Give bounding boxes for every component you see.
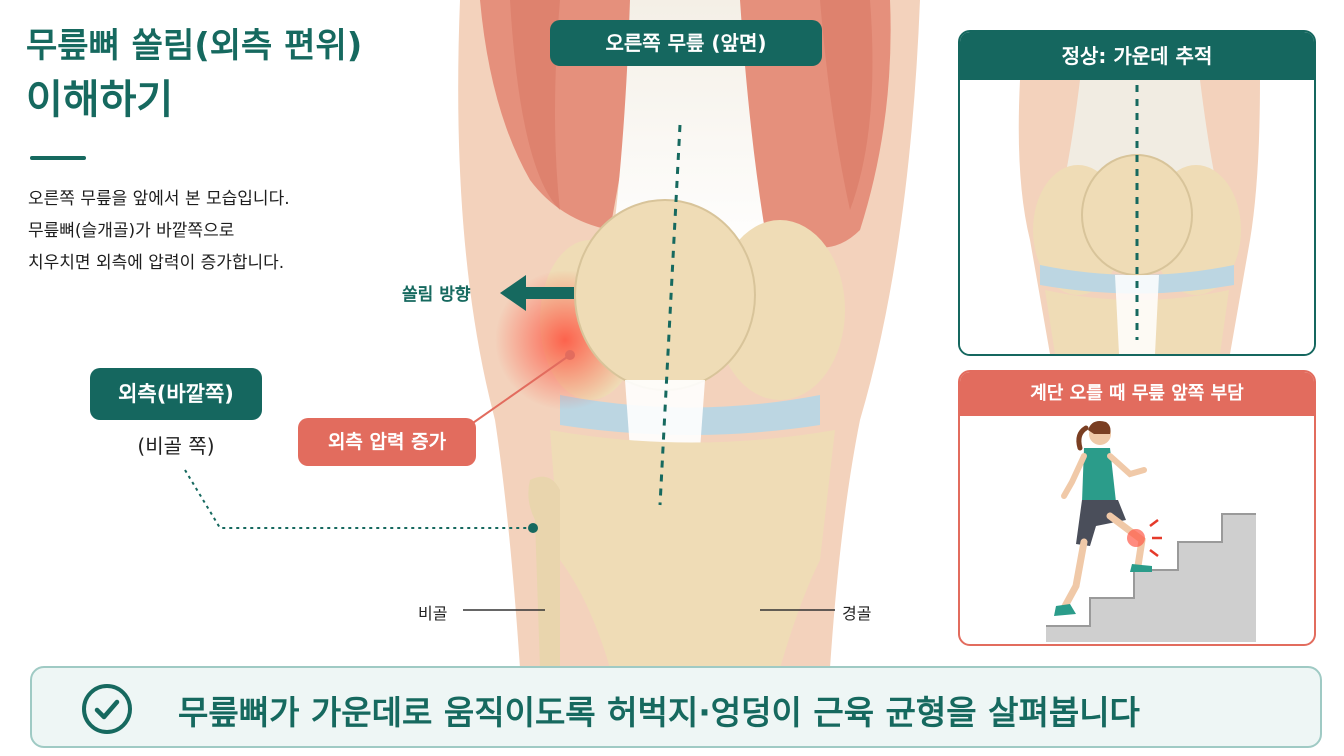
stairs-panel-title: 계단 오를 때 무릎 앞쪽 부담 [960,372,1314,416]
page-title: 무릎뼈 쏠림(외측 편위) 이해하기 [26,22,446,130]
lateral-leader-line [184,469,533,529]
fibula-point-marker [528,523,538,533]
lateral-sublabel: (비골 쪽) [137,434,215,458]
pressure-point-marker [565,350,575,360]
fibula-label: 비골 [418,604,448,623]
description: 오른쪽 무릎을 앞에서 본 모습입니다. 무릎뼈(슬개골)가 바깥쪽으로 치우치… [28,183,388,279]
description-line: 무릎뼈(슬개골)가 바깥쪽으로 [28,221,235,241]
tibia-label: 경골 [842,604,872,623]
title-line-1: 무릎뼈 쏠림(외측 편위) [26,26,363,66]
summary-banner: 무릎뼈가 가운데로 움직이도록 허벅지·엉덩이 근육 균형을 살펴봅니다 [30,666,1322,748]
title-line-2: 이해하기 [26,77,174,123]
view-label: 오른쪽 무릎 (앞면) [550,20,822,66]
check-circle-icon [82,684,132,734]
description-line: 오른쪽 무릎을 앞에서 본 모습입니다. [28,189,290,209]
title-divider [30,156,86,160]
lateral-pressure-label: 외측 압력 증가 [298,418,476,466]
normal-panel-title: 정상: 가운데 추적 [960,32,1314,80]
left-arrow-icon [500,275,574,311]
pressure-leader-line [469,354,571,426]
normal-tracking-panel: 정상: 가운데 추적 [958,30,1316,356]
banner-text: 무릎뼈가 가운데로 움직이도록 허벅지·엉덩이 근육 균형을 살펴봅니다 [178,693,1140,732]
stairs-panel: 계단 오를 때 무릎 앞쪽 부담 [958,370,1316,646]
description-line: 치우치면 외측에 압력이 증가합니다. [28,253,285,273]
lateral-label: 외측(바깥쪽) [90,368,262,420]
normal-knee-illustration [960,80,1314,354]
shift-direction-label: 쏠림 방향 [402,285,471,305]
stair-climber-illustration [960,416,1314,644]
